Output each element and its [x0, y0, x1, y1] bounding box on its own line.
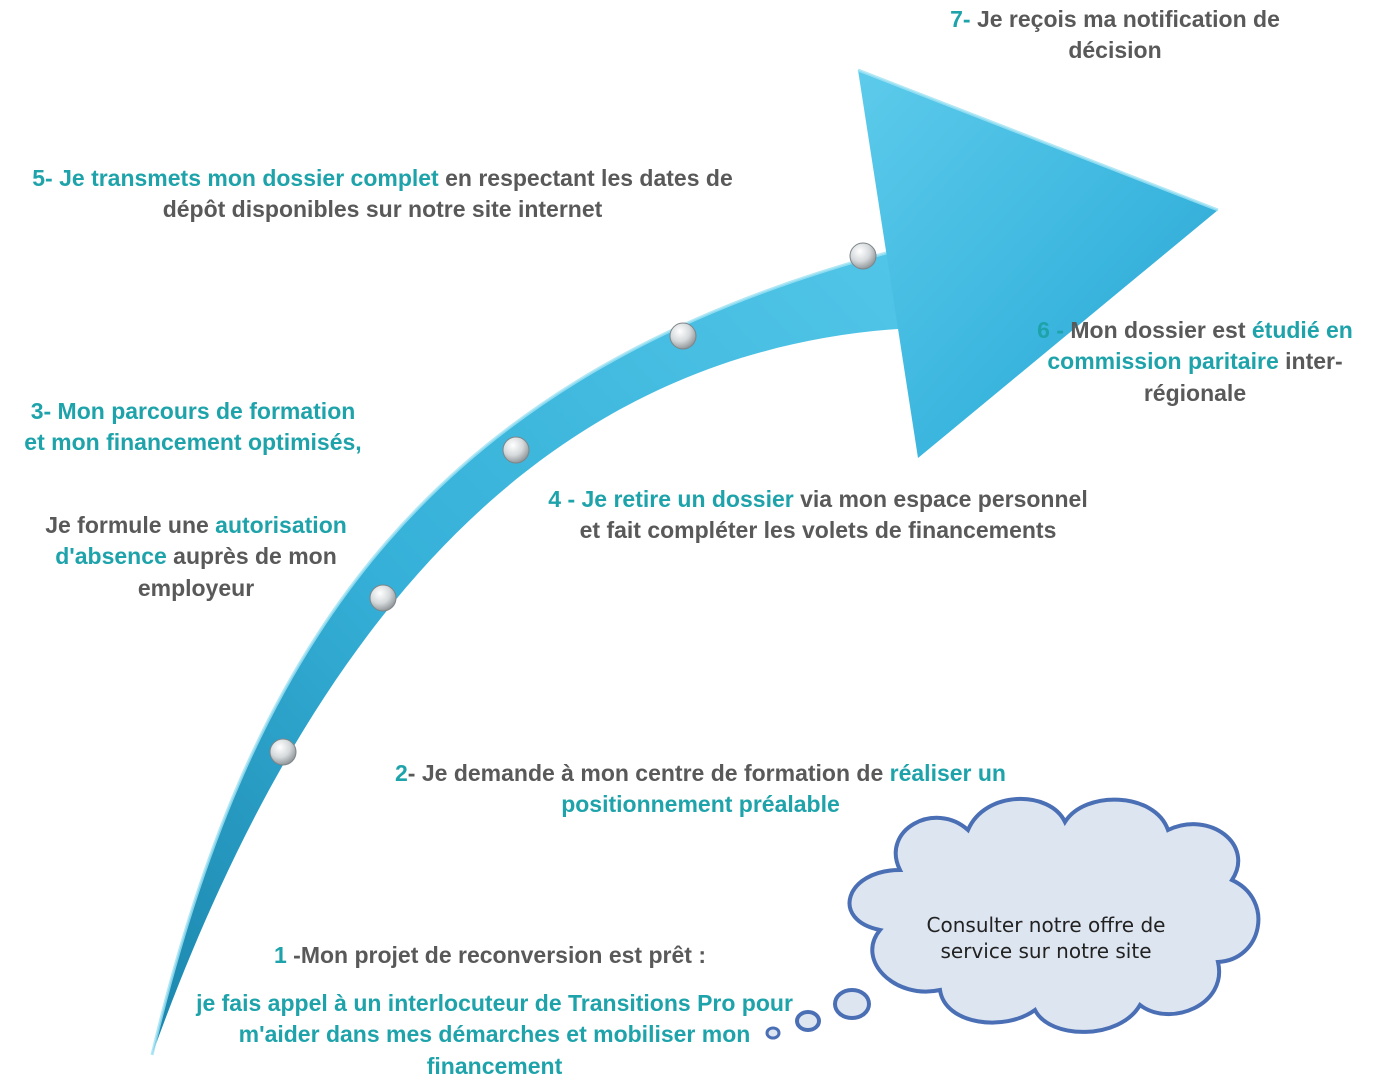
step-2-label: 2- Je demande à mon centre de formation … [318, 758, 1083, 821]
step-7-text: Je reçois ma notification de décision [970, 6, 1280, 64]
step-1-highlight: je fais appel à un interlocuteur de Tran… [196, 990, 793, 1079]
step-6-label: 6 - Mon dossier est étudié en commission… [1030, 315, 1360, 409]
step-2-number: 2 [395, 760, 408, 786]
step-6-number: 6 - [1037, 317, 1071, 343]
step-5-text: en respectant les dates de dépôt disponi… [162, 165, 733, 223]
step-2-text: - Je demande à mon centre de formation d… [407, 760, 890, 786]
milestone-dot [269, 738, 297, 766]
arrow-shaft [152, 248, 913, 1055]
step-3-text-2: auprès de mon employeur [137, 543, 337, 601]
milestone-dot [669, 322, 697, 350]
cloud-bubble-small [765, 1026, 781, 1040]
step-3-detail: Je formule une autorisation d'absence au… [0, 510, 392, 604]
step-4-label: 4 - Je retire un dossier via mon espace … [538, 484, 1098, 547]
cloud-shape [847, 797, 1261, 1034]
step-2-highlight: réaliser un positionnement préalable [561, 760, 1006, 818]
arrow-shaft-highlight [150, 246, 906, 1056]
milestone-dot [849, 242, 877, 270]
step-7-number: 7- [950, 6, 971, 32]
arrow-head-edge [857, 68, 1219, 212]
cloud-bubble-medium [795, 1010, 821, 1032]
cloud-text: Consulter notre offre de service sur not… [926, 913, 1166, 963]
step-1-title: 1 -Mon projet de reconversion est prêt : [205, 940, 775, 971]
step-7-label: 7- Je reçois ma notification de décision [905, 4, 1325, 67]
cloud-bubble-large [833, 988, 871, 1020]
step-6-highlight: étudié en commission paritaire [1047, 317, 1353, 375]
thought-cloud [765, 797, 1261, 1040]
step-1-detail: je fais appel à un interlocuteur de Tran… [182, 988, 807, 1082]
step-3-text-1: Je formule une [45, 512, 216, 538]
step-1-text: -Mon projet de reconversion est prêt : [286, 942, 706, 968]
step-5-label: 5- Je transmets mon dossier complet en r… [20, 163, 745, 226]
milestone-dots [269, 242, 877, 766]
step-5-highlight: 5- Je transmets mon dossier complet [32, 165, 439, 191]
step-1-number: 1 [274, 942, 287, 968]
step-3-highlight-2: autorisation d'absence [55, 512, 347, 570]
arrow-head [858, 70, 1218, 458]
milestone-dot [502, 436, 530, 464]
milestone-dot [369, 584, 397, 612]
step-3-title: 3- Mon parcours de formation et mon fina… [18, 396, 368, 459]
step-4-text: via mon espace personnel et fait complét… [579, 486, 1088, 544]
step-6-text-2: inter-régionale [1143, 348, 1343, 406]
step-3-highlight: 3- Mon parcours de formation et mon fina… [24, 398, 362, 456]
step-4-highlight: 4 - Je retire un dossier [548, 486, 794, 512]
step-6-text-1: Mon dossier est [1070, 317, 1252, 343]
